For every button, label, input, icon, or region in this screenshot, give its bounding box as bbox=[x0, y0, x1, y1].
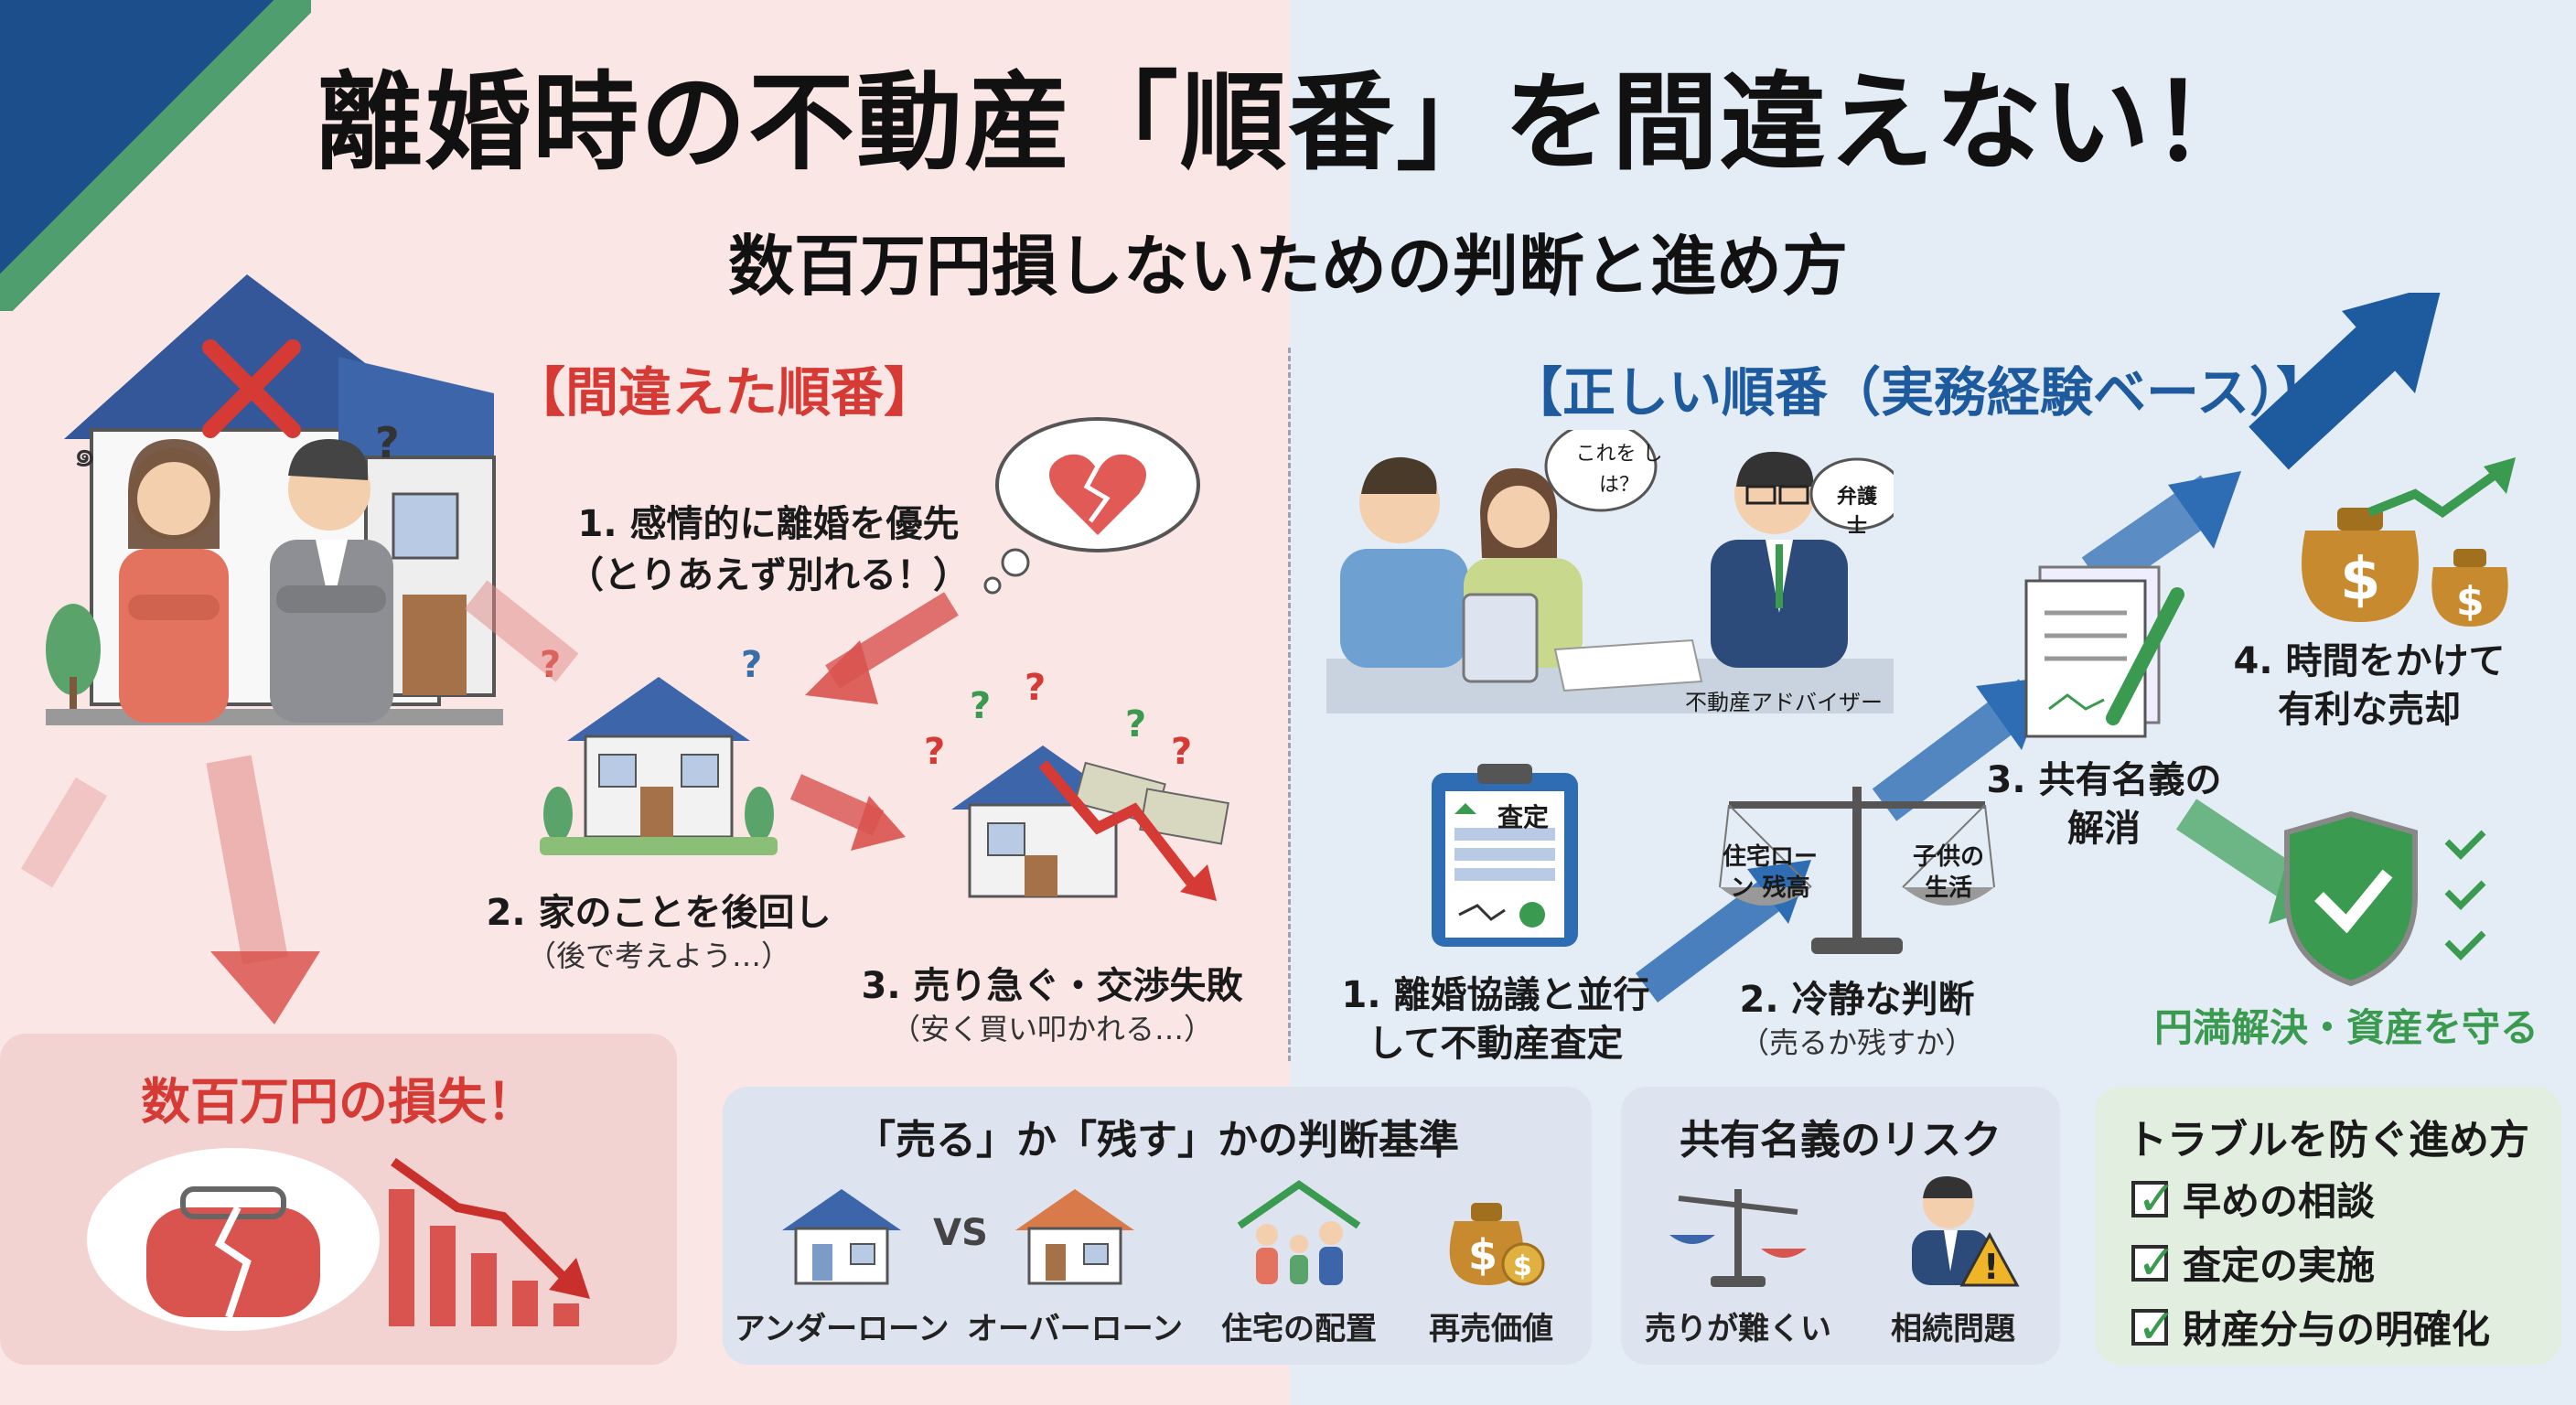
judge-item-overloan: オーバーローン bbox=[967, 1311, 1183, 1347]
right-step3-line1: 3. 共有名義の bbox=[1986, 759, 2222, 801]
vs-label: VS bbox=[933, 1212, 988, 1254]
checkbox-icon bbox=[2131, 1300, 2177, 1355]
checkbox-icon bbox=[2131, 1172, 2177, 1227]
right-step4-line1: 4. 時間をかけて bbox=[2233, 640, 2506, 682]
svg-text:?: ? bbox=[375, 418, 400, 467]
wrong-step2-label: 2. 家のことを後回し bbox=[486, 892, 832, 934]
svg-text:?: ? bbox=[741, 644, 762, 686]
shared-ownership-risk-box bbox=[1621, 1087, 2060, 1365]
svg-text:?: ? bbox=[1025, 672, 1046, 709]
wrong-step2-sub: （後で考えよう…） bbox=[526, 938, 790, 973]
broken-heart-bubble bbox=[983, 417, 1200, 595]
trouble-item-division: 財産分与の明確化 bbox=[2131, 1299, 2490, 1355]
broken-wallet-icon bbox=[87, 1148, 380, 1331]
small-house-illustration: ? ? bbox=[540, 644, 778, 855]
svg-text:$: $ bbox=[2340, 546, 2381, 614]
falling-bar-chart-icon bbox=[389, 1157, 590, 1326]
right-step2-sub: （売るか残すか） bbox=[1739, 1025, 1974, 1060]
falling-price-house-illustration: ? ? ? ? ? bbox=[924, 672, 1229, 901]
client-speech-text: これを しは？ bbox=[1575, 443, 1663, 497]
svg-text:?: ? bbox=[970, 685, 991, 727]
right-step3-line2: 解消 bbox=[2067, 808, 2141, 850]
trouble-item-appraisal: 査定の実施 bbox=[2131, 1235, 2375, 1291]
risk-item-inheritance: 相続問題 bbox=[1891, 1311, 2015, 1347]
judge-item-resale: 再売価値 bbox=[1429, 1311, 1553, 1347]
risk-item-hard-to-sell: 売りが難くい bbox=[1645, 1311, 1831, 1347]
trouble-prevention-title: トラブルを防ぐ進め方 bbox=[2127, 1117, 2529, 1164]
corner-stripe bbox=[0, 0, 311, 311]
judge-item-placement: 住宅の配置 bbox=[1221, 1311, 1377, 1347]
section-divider bbox=[1288, 348, 1291, 1061]
overloan-house-icon bbox=[1015, 1189, 1134, 1285]
wrong-order-heading: 【間違えた順番】 bbox=[512, 361, 938, 424]
wrong-step1-label: 1. 感情的に離婚を優先 bbox=[577, 503, 960, 545]
right-step1-line2: して不動産査定 bbox=[1368, 1023, 1624, 1065]
unbalanced-scale-icon bbox=[1669, 1189, 1807, 1287]
clipboard-label: 査定 bbox=[1497, 802, 1549, 832]
page-title: 離婚時の不動産「順番」を間違えない！ bbox=[317, 61, 2259, 185]
trouble-item-label: 財産分与の明確化 bbox=[2183, 1307, 2491, 1352]
judge-item-underloan: アンダーローン bbox=[734, 1311, 950, 1347]
scale-left-label: 住宅ローン 残高 bbox=[1722, 843, 1818, 902]
right-step1-line1: 1. 離婚協議と並行 bbox=[1341, 974, 1650, 1016]
svg-text:?: ? bbox=[924, 731, 945, 773]
house-couple-illustration: ๑ ? bbox=[46, 274, 503, 725]
appraisal-clipboard-icon bbox=[1432, 764, 1578, 947]
svg-text:$: $ bbox=[2456, 578, 2485, 625]
scale-right-label: 子供の 生活 bbox=[1912, 843, 1984, 902]
checkbox-icon bbox=[2131, 1236, 2177, 1291]
red-flow-arrows bbox=[20, 580, 959, 1024]
svg-text:!: ! bbox=[1983, 1247, 1999, 1287]
family-house-icon bbox=[1237, 1180, 1361, 1285]
right-order-heading: 【正しい順番（実務経験ベース）】 bbox=[1509, 361, 2330, 424]
inheritance-warning-icon: ! bbox=[1912, 1175, 2020, 1287]
advisor-label: 不動産アドバイザー bbox=[1685, 690, 1883, 715]
shield-check-icon bbox=[2284, 810, 2486, 987]
svg-text:$: $ bbox=[1513, 1250, 1532, 1282]
money-bags-icon: $ $ bbox=[2302, 457, 2516, 627]
consultation-meeting-illustration bbox=[1326, 430, 1894, 713]
right-step4-line2: 有利な売却 bbox=[2278, 689, 2461, 731]
balance-scale-icon bbox=[1719, 787, 1995, 954]
shared-ownership-risk-title: 共有名義のリスク bbox=[1680, 1117, 2002, 1164]
svg-text:?: ? bbox=[1125, 703, 1146, 745]
judgment-criteria-title: 「売る」か「残す」かの判断基準 bbox=[855, 1117, 1459, 1164]
page-subtitle: 数百万円損しないための判断と進め方 bbox=[727, 228, 1848, 305]
document-pen-icon bbox=[2024, 565, 2184, 738]
wrong-step1-sub: （とりあえず別れる！） bbox=[567, 554, 970, 596]
trouble-item-label: 査定の実施 bbox=[2183, 1243, 2376, 1288]
resale-moneybag-icon: $ $ bbox=[1449, 1203, 1545, 1286]
svg-text:$: $ bbox=[1468, 1230, 1497, 1280]
wrong-step3-sub: （安く買い叩かれる…） bbox=[890, 1012, 1213, 1046]
underloan-house-icon bbox=[782, 1189, 901, 1285]
trouble-item-early-consult: 早めの相談 bbox=[2131, 1171, 2375, 1227]
loss-label: 数百万円の損失！ bbox=[141, 1073, 536, 1131]
wrong-step3-label: 3. 売り急ぐ・交渉失敗 bbox=[861, 965, 1243, 1007]
svg-text:?: ? bbox=[1171, 731, 1192, 773]
result-label: 円満解決・資産を守る bbox=[2153, 1005, 2538, 1050]
lawyer-label: 弁護士 bbox=[1836, 486, 1877, 538]
right-step2-label: 2. 冷静な判断 bbox=[1739, 979, 1975, 1021]
trouble-item-label: 早めの相談 bbox=[2183, 1179, 2376, 1224]
svg-text:๑: ๑ bbox=[73, 434, 96, 476]
